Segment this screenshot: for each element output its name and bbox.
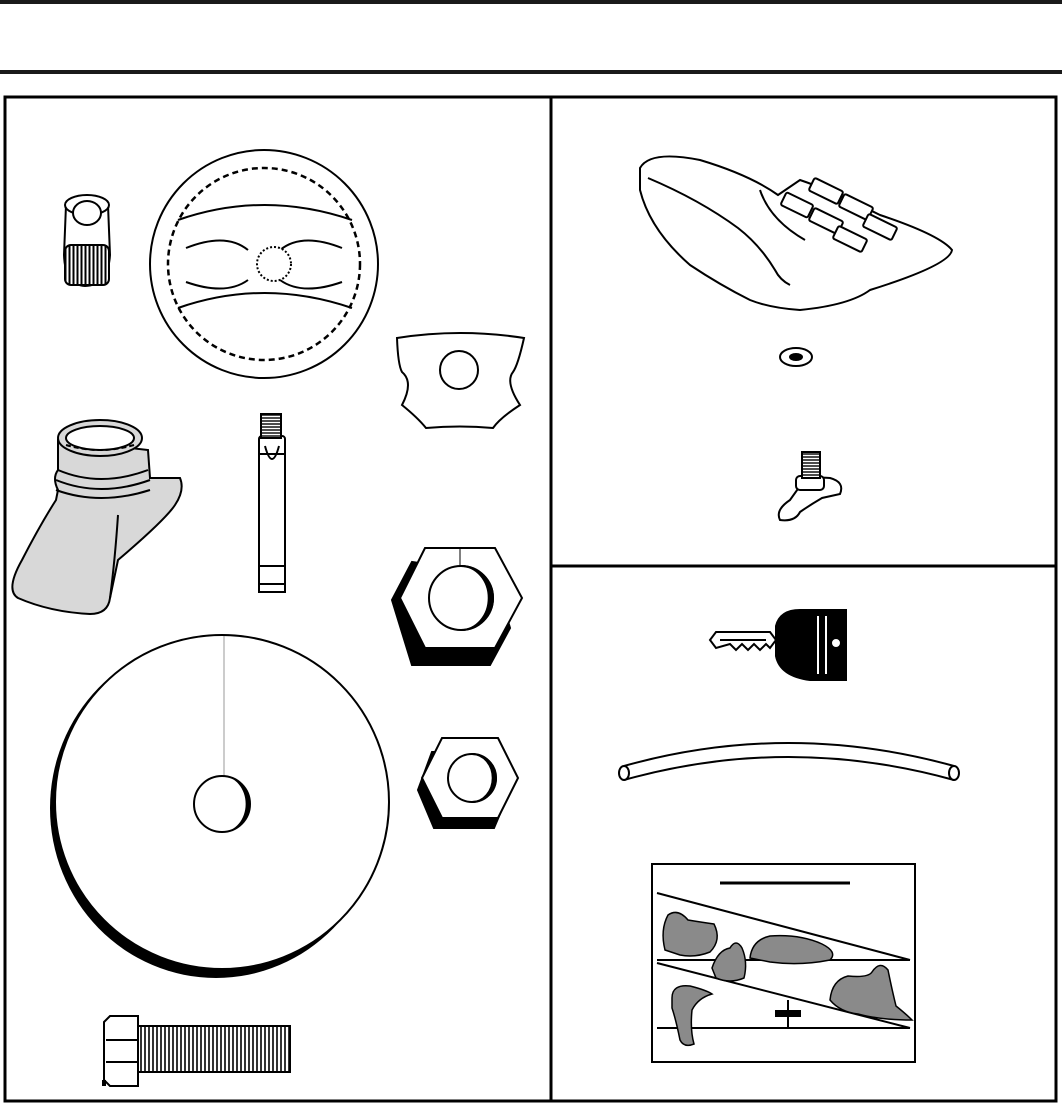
wing-knob-icon — [779, 452, 842, 520]
large-hex-nut-icon — [392, 548, 522, 665]
washer-icon — [50, 635, 389, 978]
small-hex-nut-icon — [418, 738, 518, 828]
steering-wheel-icon — [150, 150, 378, 378]
slope-decal-icon — [652, 864, 915, 1062]
knob-icon — [64, 195, 110, 286]
adapter-icon — [12, 420, 181, 614]
fuel-hose-icon — [619, 743, 959, 780]
extension-shaft-icon — [259, 414, 285, 592]
wheel-cap-icon — [397, 333, 524, 428]
seat-washer-icon — [780, 348, 812, 366]
seat-icon — [640, 156, 952, 310]
hex-bolt-icon — [104, 1016, 290, 1086]
ignition-key-icon — [710, 610, 846, 680]
